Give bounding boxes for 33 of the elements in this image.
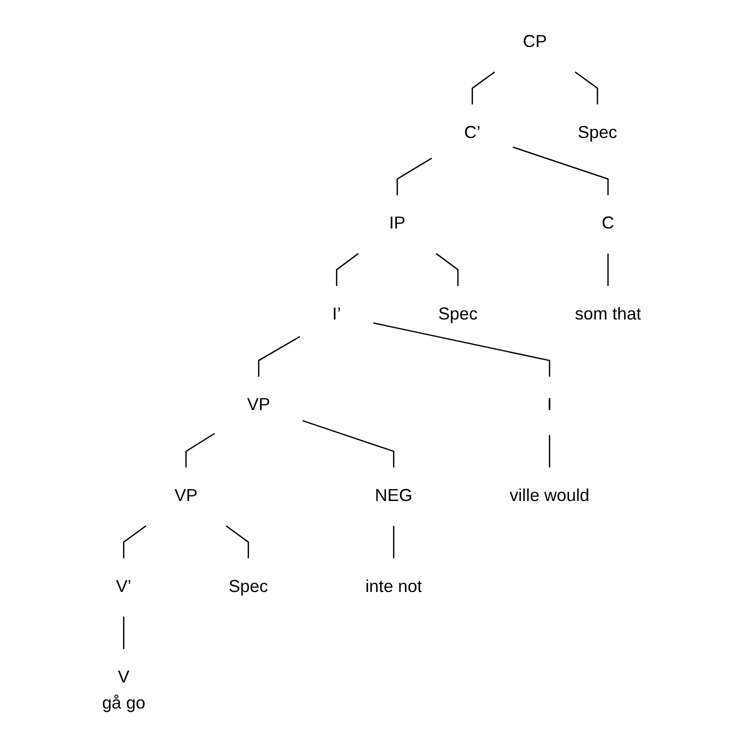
connector (123, 616, 125, 650)
connector (336, 253, 360, 286)
connector (549, 435, 551, 468)
node-text: inte not (366, 578, 422, 596)
connector (302, 420, 395, 468)
node-text: V gå go (102, 668, 146, 713)
connector (397, 158, 432, 196)
node-text: NEG (375, 486, 413, 506)
node-text: V’ (116, 578, 132, 596)
node-text: I (548, 396, 552, 415)
node-text: VP (174, 486, 198, 506)
node-text: Spec (438, 305, 478, 324)
node-text: Spec (229, 578, 268, 596)
node-text: ville would (510, 486, 590, 506)
connector (608, 254, 610, 286)
connector (575, 71, 598, 104)
connector (436, 253, 459, 286)
connector (374, 322, 551, 377)
node-text: CP (523, 33, 548, 52)
connector (123, 525, 147, 558)
connector (393, 526, 395, 558)
node-text: VP (248, 396, 271, 415)
connector (513, 146, 610, 196)
node-text: IP (389, 214, 406, 234)
connector (472, 71, 496, 104)
node-text: Spec (578, 124, 618, 142)
connector (186, 432, 216, 468)
node-text: I’ (332, 305, 342, 324)
node-text: C’ (464, 124, 481, 142)
node-text: som that (575, 305, 642, 324)
connector (226, 525, 250, 558)
connector (258, 336, 301, 377)
node-text: C (602, 214, 615, 234)
